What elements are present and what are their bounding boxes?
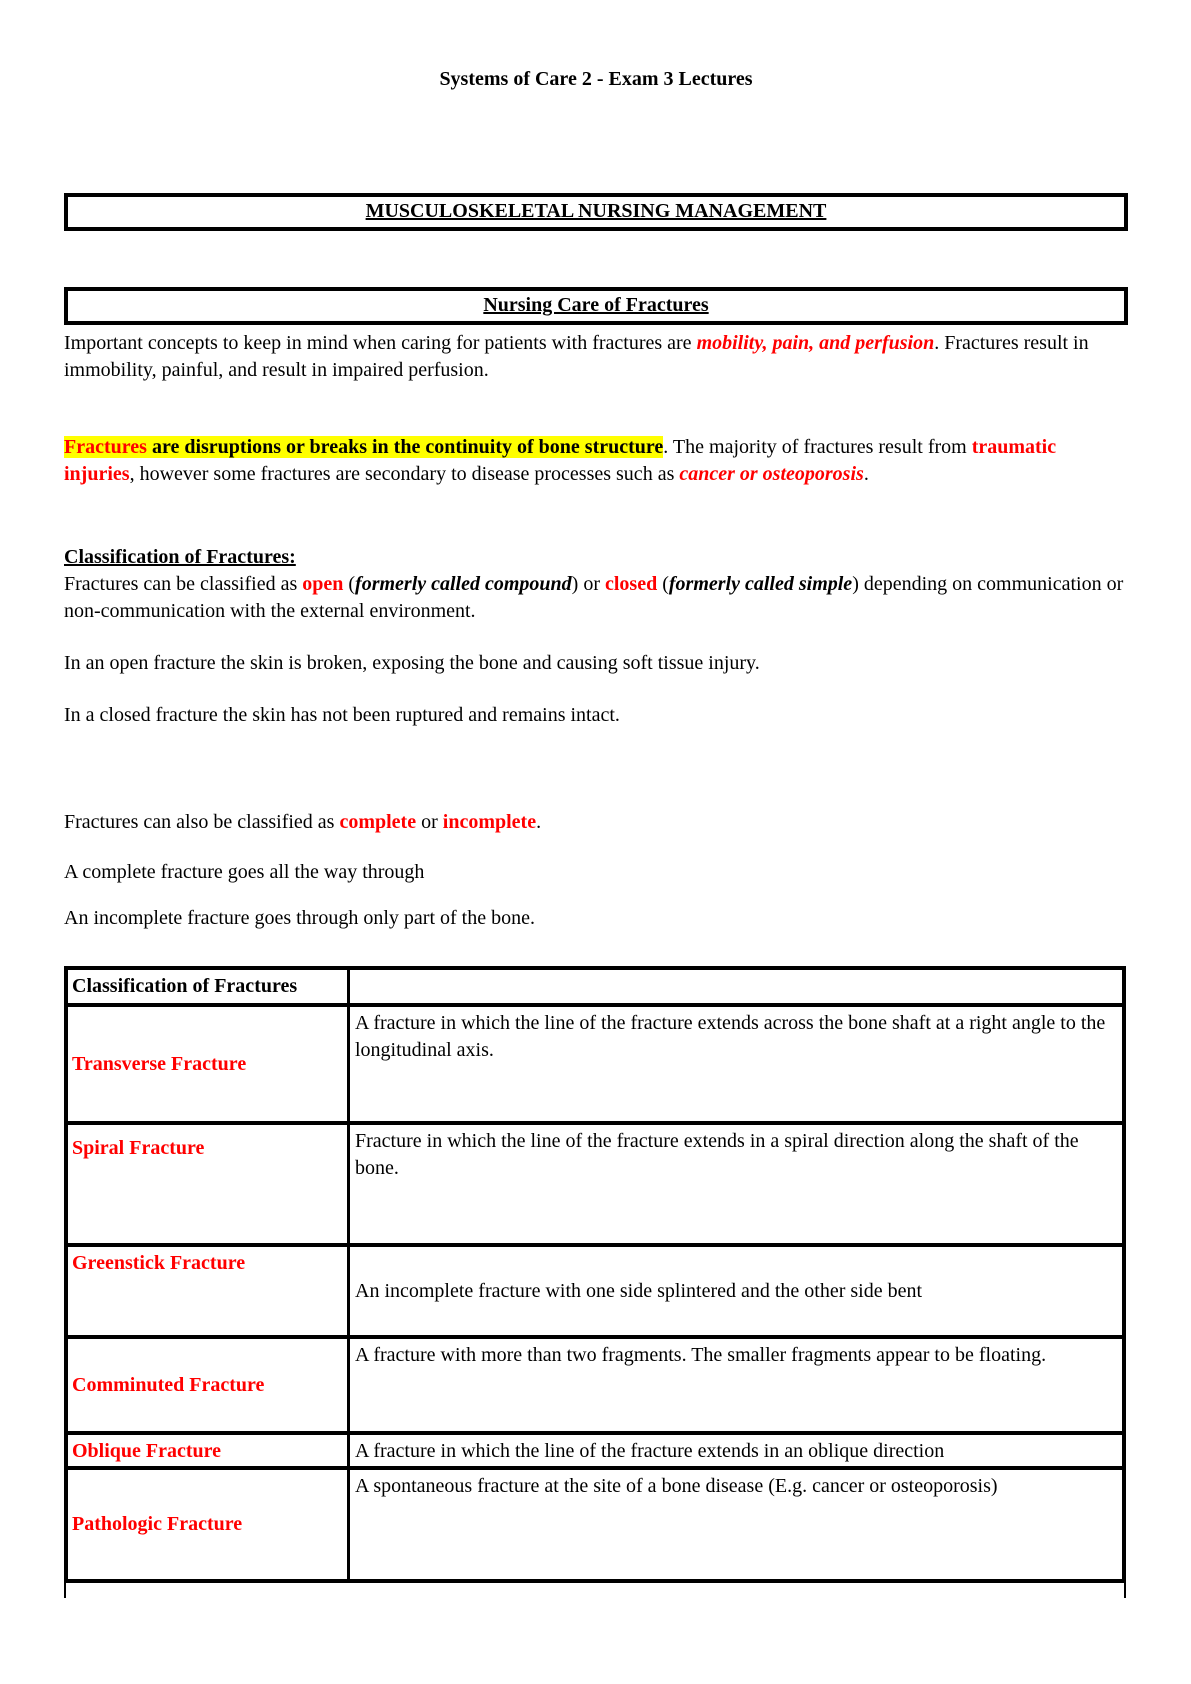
table-header-cell: Classification of Fractures (68, 970, 350, 1003)
section-header-musculoskeletal: MUSCULOSKELETAL NURSING MANAGEMENT (64, 193, 1128, 231)
oc-open: open (302, 573, 344, 595)
fracture-desc-cell: Fracture in which the line of the fractu… (350, 1125, 1122, 1243)
oc-text-2: ( (343, 573, 356, 595)
ci-text-3: . (536, 811, 542, 833)
fracture-desc-cell: An incomplete fracture with one side spl… (350, 1247, 1122, 1335)
fracture-name: Transverse Fracture (72, 1052, 247, 1075)
section-header-musculoskeletal-label: MUSCULOSKELETAL NURSING MANAGEMENT (365, 200, 827, 222)
oc-text-4: ( (657, 573, 669, 595)
oc-formerly-simple: formerly called simple (668, 573, 853, 595)
intro-text-1: Important concepts to keep in mind when … (64, 332, 697, 354)
paragraph-open-fracture: In an open fracture the skin is broken, … (64, 652, 760, 674)
ci-text-2: or (416, 811, 443, 833)
definition-text-3: . (863, 463, 869, 485)
fracture-desc-cell: A spontaneous fracture at the site of a … (350, 1470, 1122, 1579)
ci-text-1: Fractures can also be classified as (64, 811, 340, 833)
fracture-name-cell: Oblique Fracture (68, 1435, 350, 1466)
ci-complete: complete (339, 811, 417, 833)
section-header-nursing-care: Nursing Care of Fractures (64, 287, 1128, 325)
fracture-name-cell: Comminuted Fracture (68, 1339, 350, 1431)
classification-heading: Classification of Fractures: (64, 546, 296, 568)
paragraph-complete-incomplete: Fractures can also be classified as comp… (64, 809, 1128, 836)
table-header-row: Classification of Fractures (68, 970, 1122, 1007)
definition-highlight-body: are disruptions or breaks in the continu… (146, 436, 664, 458)
table-row-pathologic: Pathologic Fracture A spontaneous fractu… (68, 1470, 1122, 1583)
paragraph-complete-desc: A complete fracture goes all the way thr… (64, 861, 425, 883)
fracture-desc: An incomplete fracture with one side spl… (355, 1279, 923, 1302)
fracture-name: Pathologic Fracture (72, 1513, 243, 1535)
paragraph-intro: Important concepts to keep in mind when … (64, 330, 1128, 384)
fracture-name: Spiral Fracture (72, 1137, 205, 1159)
fracture-desc-cell: A fracture with more than two fragments.… (350, 1339, 1122, 1431)
oc-formerly-compound: formerly called compound (355, 573, 572, 595)
table-row-spiral: Spiral Fracture Fracture in which the li… (68, 1125, 1122, 1247)
oc-closed: closed (605, 573, 658, 595)
definition-text-2: , however some fractures are secondary t… (129, 463, 680, 485)
oc-text-1: Fractures can be classified as (64, 573, 303, 595)
fracture-desc: A fracture in which the line of the frac… (355, 1440, 945, 1462)
fracture-name-cell: Spiral Fracture (68, 1125, 350, 1243)
oc-text-3: ) or (571, 573, 605, 595)
table-row-oblique: Oblique Fracture A fracture in which the… (68, 1435, 1122, 1470)
paragraph-open-closed: Fractures can be classified as open (for… (64, 571, 1128, 625)
table-header-empty-cell (350, 970, 1122, 1003)
table-row-transverse: Transverse Fracture A fracture in which … (68, 1007, 1122, 1125)
definition-traumatic-injuries: traumatic injuries (64, 436, 1057, 485)
fracture-desc-cell: A fracture in which the line of the frac… (350, 1435, 1122, 1466)
table-partial-next-row (64, 1583, 1126, 1598)
definition-text-1: . The majority of fractures result from (663, 436, 972, 458)
paragraph-fracture-definition: Fractures are disruptions or breaks in t… (64, 434, 1128, 488)
intro-text-2: . Fractures result in immobility, painfu… (64, 332, 1089, 381)
paragraph-incomplete-desc: An incomplete fracture goes through only… (64, 907, 535, 929)
fracture-desc: A fracture with more than two fragments.… (355, 1344, 1047, 1366)
fracture-desc: Fracture in which the line of the fractu… (355, 1130, 1079, 1179)
fracture-name: Oblique Fracture (72, 1440, 222, 1462)
fracture-name: Greenstick Fracture (72, 1252, 246, 1274)
fracture-name: Comminuted Fracture (72, 1373, 265, 1396)
section-header-nursing-care-label: Nursing Care of Fractures (483, 294, 709, 316)
table-header-label: Classification of Fractures (72, 975, 298, 997)
classification-table: Classification of Fractures Transverse F… (64, 966, 1126, 1583)
paragraph-closed-fracture: In a closed fracture the skin has not be… (64, 704, 620, 726)
document-title: Systems of Care 2 - Exam 3 Lectures (439, 68, 753, 90)
fracture-desc: A fracture in which the line of the frac… (355, 1012, 1106, 1061)
fracture-name-cell: Transverse Fracture (68, 1007, 350, 1121)
definition-highlight-fractures: Fractures (64, 436, 147, 458)
table-row-comminuted: Comminuted Fracture A fracture with more… (68, 1339, 1122, 1435)
table-row-greenstick: Greenstick Fracture An incomplete fractu… (68, 1247, 1122, 1339)
fracture-name-cell: Pathologic Fracture (68, 1470, 350, 1579)
intro-key-concepts: mobility, pain, and perfusion (696, 332, 935, 354)
fracture-desc-cell: A fracture in which the line of the frac… (350, 1007, 1122, 1121)
oc-text-5: ) depending on communication or non-comm… (64, 573, 1124, 622)
definition-cancer-osteoporosis: cancer or osteoporosis (679, 463, 864, 485)
fracture-desc: A spontaneous fracture at the site of a … (355, 1475, 998, 1497)
fracture-name-cell: Greenstick Fracture (68, 1247, 350, 1335)
ci-incomplete: incomplete (442, 811, 537, 833)
